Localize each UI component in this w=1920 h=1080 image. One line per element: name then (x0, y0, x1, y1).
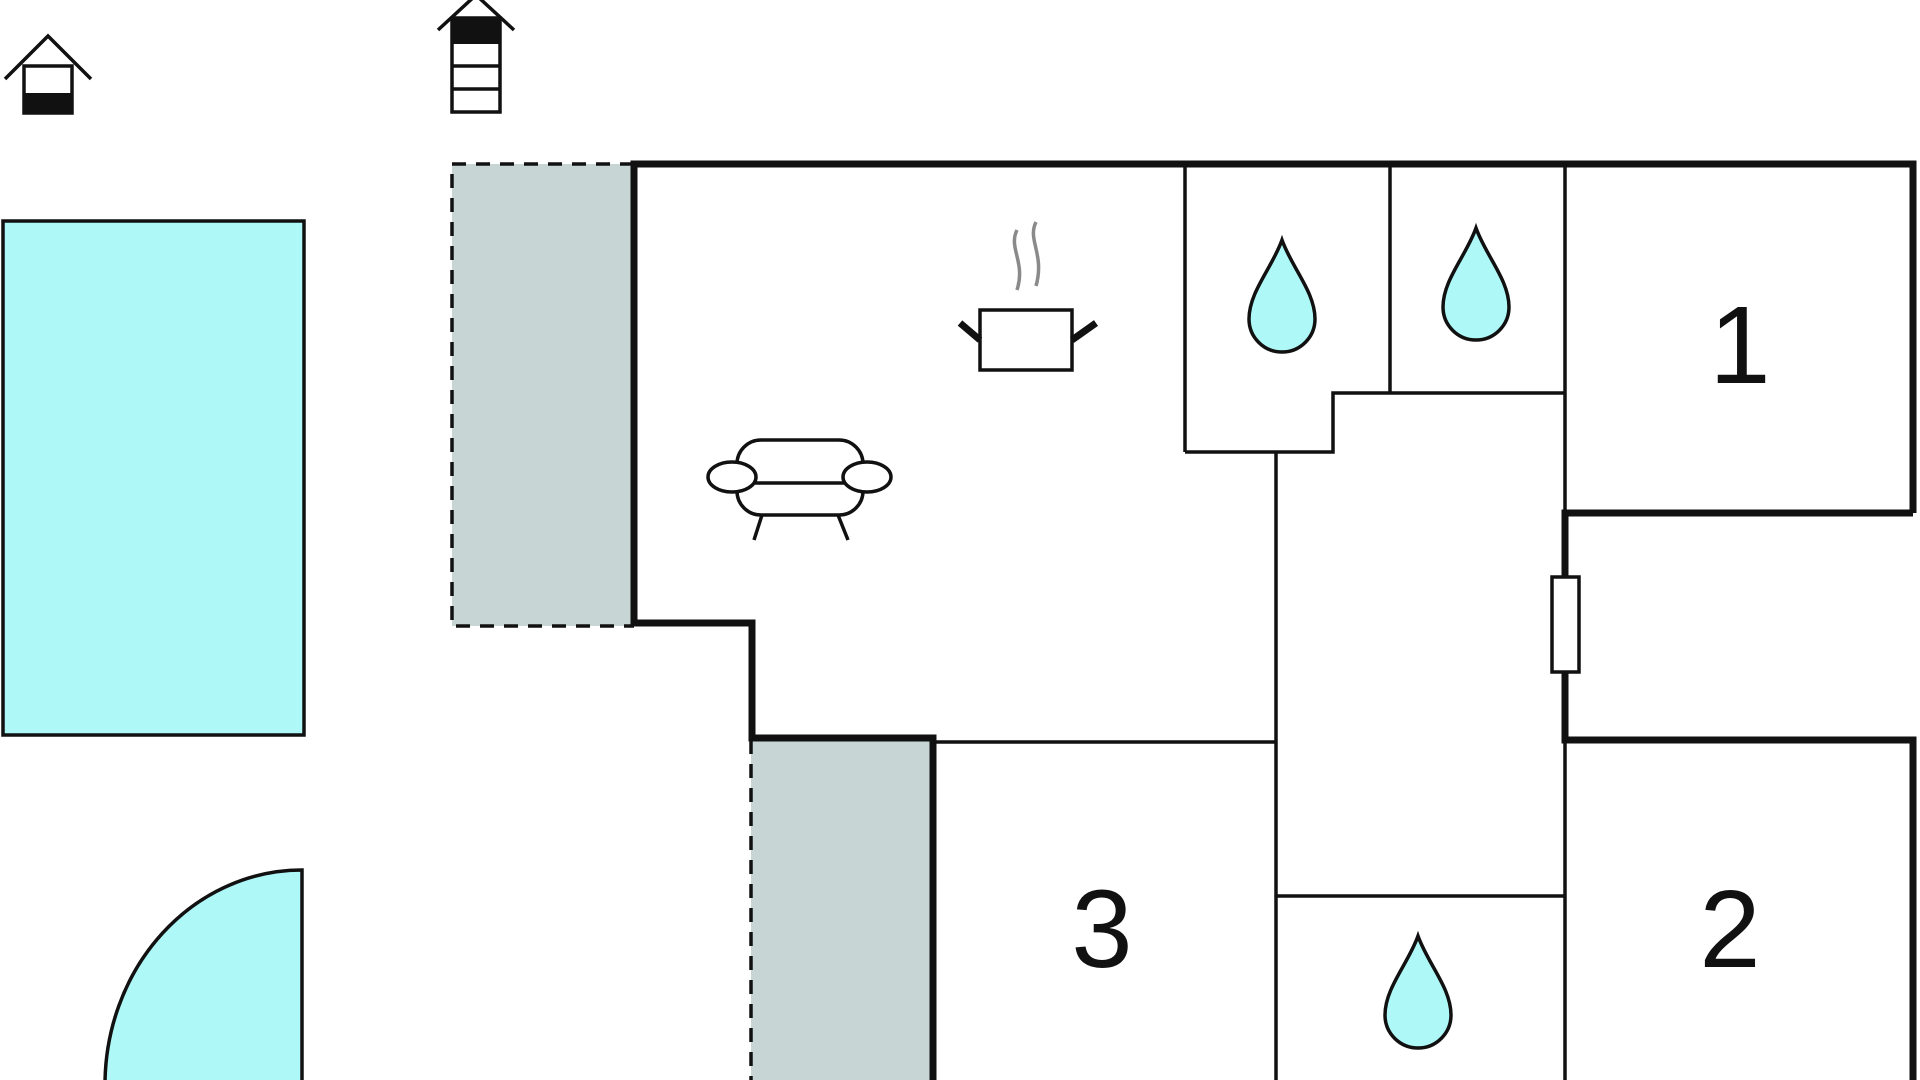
room-label-3: 3 (1071, 868, 1132, 991)
door-icon (1550, 575, 1581, 674)
exterior-wall-east (1561, 509, 1917, 1080)
pool (1, 219, 306, 737)
terrace-upper (452, 164, 634, 626)
water-drop-icon (1441, 222, 1511, 342)
exterior-wall-main (630, 160, 1917, 1080)
interior-walls (933, 164, 1567, 1080)
room-label-1: 1 (1709, 284, 1770, 407)
one-storey-house-icon (3, 33, 93, 115)
terrace-lower (751, 740, 933, 1080)
hot-tub (103, 868, 304, 1080)
multi-storey-house-icon (436, 0, 516, 114)
terrace-upper-border (450, 162, 634, 628)
cooking-pot-icon (957, 221, 1099, 372)
water-drop-icon (1383, 930, 1453, 1050)
room-label-2: 2 (1699, 868, 1760, 991)
sofa-icon (706, 438, 893, 541)
water-drop-icon (1247, 234, 1317, 354)
